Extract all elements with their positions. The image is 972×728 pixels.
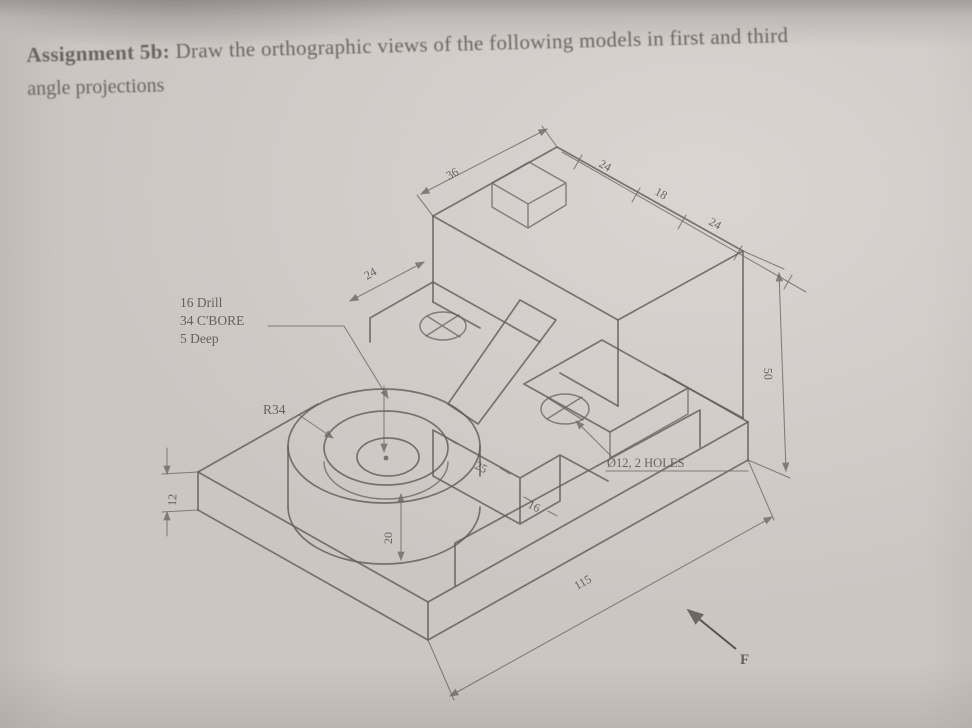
block-top-face (431, 146, 745, 321)
top-dim-c-value: 24 (707, 214, 724, 232)
rib-edges (447, 299, 557, 425)
boss-drill-hole (356, 437, 420, 477)
dim-20-value: 20 (381, 532, 395, 544)
block-lower-edges (432, 301, 744, 419)
dim-115-value: 115 (572, 572, 594, 593)
dim-36-value: 36 (444, 164, 461, 182)
base-bottom-edges (197, 459, 749, 641)
boss-counterbore-depth-arc (323, 461, 449, 500)
boss-center-dot (383, 455, 389, 461)
block-top-notch (491, 161, 567, 229)
dim-36-line (420, 128, 548, 195)
hole1-circle (419, 311, 467, 341)
step-25-ticks (446, 437, 511, 475)
leader-lines (267, 325, 749, 650)
dim-50-value: 50 (761, 368, 775, 380)
cylindrical-boss (287, 388, 481, 565)
hole2-cross-icon (546, 396, 584, 421)
upper-block (431, 146, 745, 419)
view-direction-arrow (686, 608, 737, 650)
view-direction-label: F (740, 652, 749, 668)
holes-label: Ø12, 2 HOLES (607, 456, 684, 470)
dim-115-line (449, 516, 773, 697)
holes-label-leader (575, 420, 613, 458)
radius-label: R34 (263, 402, 286, 417)
dim-50-line (775, 271, 790, 473)
drilled-holes (419, 311, 590, 425)
r34-leader (298, 414, 334, 439)
middle-steps (369, 281, 690, 525)
boss-side-edges (287, 445, 481, 508)
dim-36-extensions (416, 125, 558, 217)
top-dim-b-value: 18 (653, 184, 670, 202)
top-dim-chain-line (561, 151, 807, 293)
drill-note-line1: 16 Drill (180, 295, 223, 310)
inclined-rib (447, 299, 557, 425)
dimension-lines (161, 125, 807, 701)
step-faces-25-16 (432, 429, 609, 525)
drill-note-line2: 34 C'BORE (180, 313, 244, 328)
step-16-ticks (523, 496, 558, 517)
dim-16-value: 16 (526, 497, 543, 515)
hole2-circle (540, 393, 590, 425)
drill-note-leader (267, 325, 389, 399)
dim-50-extensions (742, 250, 791, 479)
dim-24-left-value: 24 (362, 264, 379, 282)
dim-25-value: 25 (473, 458, 490, 476)
hole1-cross-icon (425, 314, 461, 338)
dim-12-value: 12 (165, 494, 179, 506)
block-verticals (432, 215, 744, 419)
hole-platform-lower-edges (609, 387, 689, 459)
drill-note-line3: 5 Deep (180, 331, 219, 346)
top-dim-a-value: 24 (597, 156, 614, 174)
base-raised-step (454, 409, 701, 587)
dim-115-extensions (427, 459, 775, 701)
top-dim-chain-ticks (573, 154, 793, 290)
drawing-text: 16 Drill 34 C'BORE 5 Deep R34 Ø12, 2 HOL… (165, 156, 775, 668)
boss-counterbore-rim (323, 410, 449, 486)
dim-24-left-line (349, 261, 425, 302)
base-corner-verticals (197, 421, 749, 641)
base-top-edges (197, 421, 749, 603)
